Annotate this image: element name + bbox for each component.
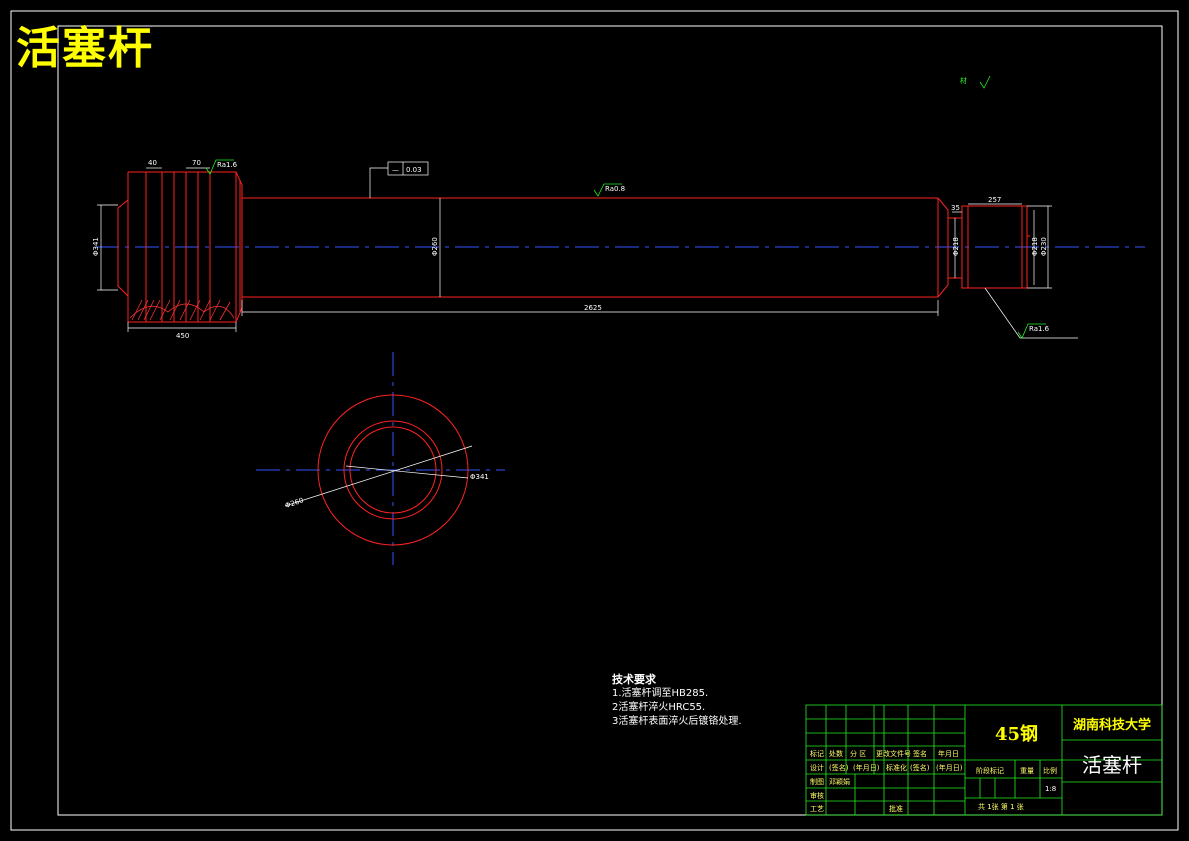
roughness-symbols <box>205 75 1046 339</box>
dim-len257: 257 <box>988 196 1001 204</box>
drawing-title: 活塞杆 <box>16 23 154 74</box>
tb-material: 45钢 <box>995 724 1039 745</box>
dim-len450: 450 <box>176 332 189 340</box>
piston-rod-main-view <box>117 171 1030 323</box>
tb-design-6: (年月日) <box>936 764 963 772</box>
tb-design-4: 标准化 <box>886 764 907 772</box>
dim-section-inner: Φ341 <box>470 473 489 481</box>
tb-drawn-by: 邓颖娟 <box>829 778 850 786</box>
outer-frame <box>10 10 1179 831</box>
tech-item-3: 3活塞杆表面淬火后镀铬处理. <box>612 716 742 727</box>
tolerance-value: 0.03 <box>406 166 422 174</box>
tb-scale-label: 比例 <box>1043 767 1057 775</box>
material-note: 材 <box>960 76 967 85</box>
title-block <box>805 704 1163 816</box>
tb-drawn-label: 制图 <box>810 778 824 786</box>
dim-len35: 35 <box>951 204 960 212</box>
dim-d-tip2: Φ230 <box>1040 237 1048 256</box>
tech-item-1: 1.活塞杆调至HB285. <box>612 688 709 699</box>
technical-requirements: 技术要求 1.活塞杆调至HB285. 2活塞杆淬火HRC55. 3活塞杆表面淬火… <box>612 673 742 729</box>
tb-row-label-6: 年月日 <box>938 750 959 758</box>
tb-approve-label: 批准 <box>889 805 903 813</box>
tb-part-name: 活塞杆 <box>1082 753 1142 777</box>
tb-row-label-2: 处数 <box>829 750 843 758</box>
roughness-r3: Ra1.6 <box>1029 325 1050 333</box>
tolerance-symbol: — <box>392 166 399 174</box>
dim-d-tip: Φ218 <box>1031 237 1039 256</box>
tb-process-label: 工艺 <box>810 805 824 813</box>
section-hatch <box>129 299 235 321</box>
tb-design-5: (签名) <box>910 764 930 772</box>
dim-w70: 70 <box>192 159 201 167</box>
tb-row-label-5: 签名 <box>913 750 927 758</box>
dim-len-main: 2625 <box>584 304 602 312</box>
cross-section-view <box>256 352 505 565</box>
tb-check-label: 审核 <box>810 792 824 800</box>
tb-sheets: 共 1张 第 1 张 <box>978 803 1024 811</box>
tb-row-label-1: 标记 <box>810 750 824 758</box>
dim-w40: 40 <box>148 159 157 167</box>
tb-scale-value: 1:8 <box>1045 785 1057 793</box>
roughness-r2: Ra0.8 <box>605 185 625 193</box>
dimension-lines <box>97 161 1078 339</box>
tb-weight-label: 重量 <box>1020 767 1034 775</box>
tb-row-label-4: 更改文件号 <box>876 750 911 758</box>
inner-frame <box>57 25 1163 816</box>
dim-d-end: Φ341 <box>92 237 100 256</box>
roughness-r1: Ra1.6 <box>217 161 238 169</box>
tech-item-2: 2活塞杆淬火HRC55. <box>612 702 706 713</box>
tb-school: 湖南科技大学 <box>1073 718 1152 733</box>
dim-d-neck: Φ218 <box>952 237 960 256</box>
dim-d-shaft: Φ260 <box>431 237 439 256</box>
tb-design-2: (签名) <box>829 764 849 772</box>
tb-row-label-3: 分 区 <box>850 750 867 758</box>
dim-section-outer: Φ260 <box>284 496 304 509</box>
tech-heading: 技术要求 <box>612 673 656 686</box>
tb-design-1: 设计 <box>810 764 824 772</box>
tb-stage-label: 阶段标记 <box>976 767 1004 775</box>
tb-design-3: (年月日) <box>853 764 880 772</box>
